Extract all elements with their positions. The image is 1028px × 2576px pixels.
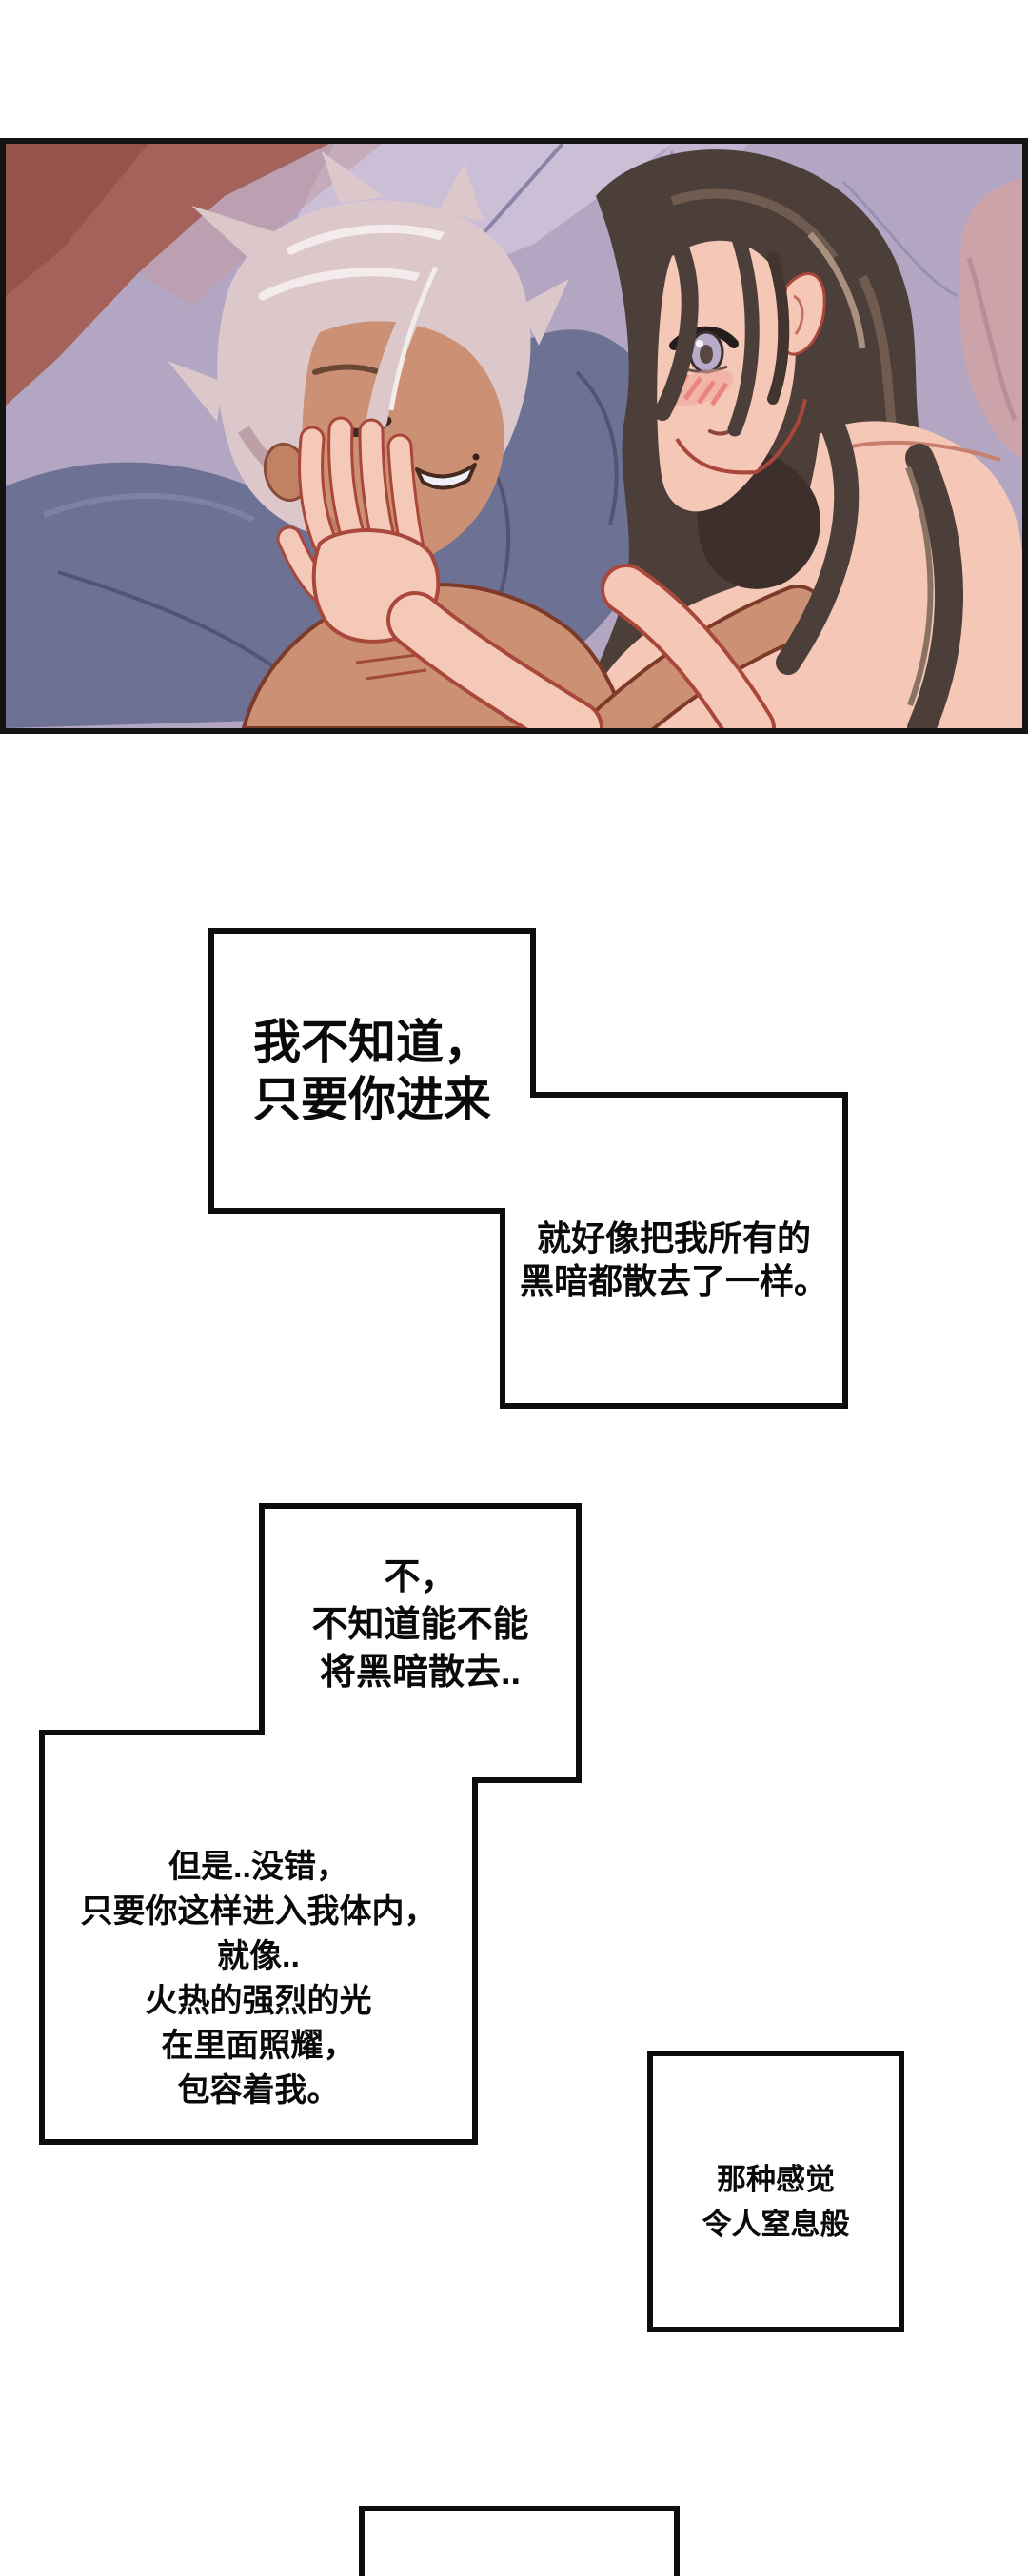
speech-line: 令人窒息般	[702, 2208, 850, 2241]
speech-line: 将黑暗散去..	[319, 1653, 522, 1693]
speech-line: 不，	[384, 1557, 457, 1597]
speech-line: 包容着我。	[177, 2072, 340, 2109]
hair-strand-shine	[905, 466, 934, 707]
her-eye-pupil	[700, 345, 713, 364]
speech-line: 只要你进来	[253, 1073, 491, 1126]
her-hair-highlight	[807, 231, 866, 349]
her-collarbone	[850, 440, 1001, 462]
hair-strand-front-1	[776, 417, 860, 675]
speech-line: 火热的强烈的光	[145, 1983, 372, 2019]
wall-edge-light	[139, 144, 382, 306]
pillow-crease-3	[841, 180, 959, 298]
her-forearm	[390, 595, 600, 728]
his-hair-spike-4	[520, 279, 569, 346]
speech-text-2: 就好像把我所有的 黑暗都散去了一样。	[503, 1217, 845, 1302]
her-fingers	[279, 419, 425, 605]
chest-scratch-lines	[355, 653, 427, 681]
her-arm	[604, 567, 772, 728]
speech-line: 在里面照耀，	[161, 2028, 356, 2064]
his-hair-highlight	[258, 224, 460, 301]
his-mole	[472, 453, 480, 461]
her-hand	[276, 416, 603, 728]
hair-strand-front-2	[905, 444, 963, 728]
speech-line: 就像..	[217, 1938, 300, 1974]
illustration-panel	[0, 138, 1028, 734]
slate-pillow-highlight	[42, 492, 255, 523]
speech-line: 不知道能不能	[311, 1605, 529, 1645]
bed-scene-illustration	[6, 144, 1022, 728]
her-fringe-2	[723, 210, 760, 437]
his-forelock-shine	[388, 266, 439, 411]
her-fringe-1	[654, 223, 699, 421]
speech-line: 就好像把我所有的	[536, 1219, 811, 1258]
speech-text-4: 但是..没错， 只要你这样进入我体内， 就像.. 火热的强烈的光 在里面照耀， …	[41, 1845, 476, 2113]
her-ear-inner	[793, 294, 804, 335]
wall-shadow	[6, 144, 148, 296]
speech-text-1: 我不知道， 只要你进来	[211, 1014, 533, 1128]
his-grin-teeth	[415, 463, 477, 490]
speech-line: 那种感觉	[717, 2163, 835, 2196]
his-forelock	[366, 228, 464, 430]
her-fringe-3	[767, 252, 790, 405]
his-hair-spike-3	[439, 163, 484, 222]
speech-text-3: 不， 不知道能不能 将黑暗散去..	[262, 1554, 579, 1696]
her-jawline	[675, 398, 807, 475]
pink-pillow-crease	[966, 257, 1018, 421]
speech-line: 黑暗都散去了一样。	[519, 1261, 828, 1300]
speech-text-5: 那种感觉 令人窒息般	[650, 2157, 901, 2247]
speech-line: 但是..没错，	[168, 1849, 348, 1885]
his-hair-spike-1	[191, 206, 282, 258]
his-hair-spike-5	[168, 361, 223, 422]
her-eye-highlight	[696, 340, 703, 347]
speech-line: 我不知道，	[253, 1016, 491, 1069]
speech-bubble-1-2	[208, 928, 848, 1409]
speech-bubble-6-partial	[359, 2506, 680, 2576]
his-hair-spike-2	[322, 151, 385, 203]
speech-line: 只要你这样进入我体内，	[80, 1893, 437, 1930]
